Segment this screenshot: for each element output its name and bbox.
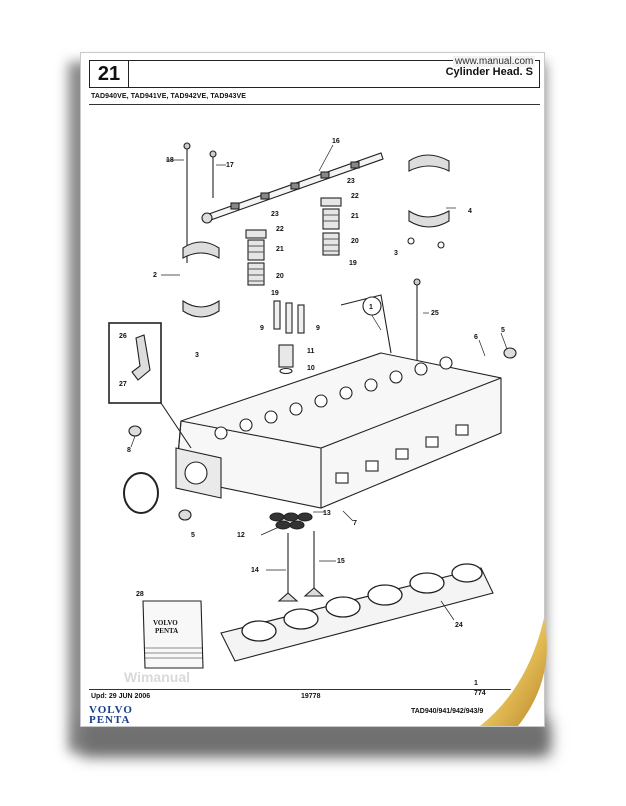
callout-24: 24 (455, 622, 463, 629)
callout-17: 17 (226, 162, 234, 169)
callout-5b: 5 (191, 532, 195, 539)
callout-7: 7 (353, 520, 357, 527)
callout-3: 3 (195, 352, 199, 359)
callout-20: 20 (351, 238, 359, 245)
page-title: Cylinder Head. S (445, 66, 533, 78)
callout-23: 23 (347, 178, 355, 185)
callout-23b: 23 (271, 211, 279, 218)
callout-19b: 19 (271, 290, 279, 297)
diagram-watermark: Wimanual (124, 669, 190, 685)
footer-update-date: Upd: 29 JUN 2006 (91, 693, 151, 700)
volvo-penta-logo: VOLVO PENTA (89, 704, 133, 726)
manual-brand-penta: PENTA (155, 627, 178, 635)
callout-9: 9 (260, 325, 264, 332)
callout-3b: 3 (394, 250, 398, 257)
manual-page: 21 Cylinder Head. S www.manual.com TAD94… (80, 52, 545, 727)
callout-2: 2 (153, 272, 157, 279)
callout-11: 11 (307, 348, 315, 355)
engine-models: TAD940VE, TAD941VE, TAD942VE, TAD943VE (91, 93, 247, 100)
callout-16: 16 (332, 138, 340, 145)
callout-25: 25 (431, 310, 439, 317)
callout-28: 28 (136, 591, 144, 598)
footer-reference: 19778 (301, 693, 321, 700)
callout-13: 13 (323, 510, 331, 517)
page-number: 21 (90, 61, 129, 87)
page-header: 21 Cylinder Head. S (89, 60, 540, 88)
callout-14: 14 (251, 567, 259, 574)
footer-right-bottom: 774 (474, 690, 486, 697)
callout-21: 21 (351, 213, 359, 220)
callout-19: 19 (349, 260, 357, 267)
cylinder-head-exploded-diagram: 16 18 17 23 22 21 20 19 23 22 21 20 19 2… (108, 138, 517, 669)
callout-1: 1 (369, 304, 373, 311)
manual-brand-volvo: VOLVO (153, 619, 178, 627)
callout-22: 22 (351, 193, 359, 200)
site-watermark: www.manual.com (453, 56, 536, 67)
callout-9b: 9 (316, 325, 320, 332)
callout-4: 4 (468, 208, 472, 215)
callout-5: 5 (501, 327, 505, 334)
callout-27: 27 (119, 381, 127, 388)
callout-10: 10 (307, 365, 315, 372)
callout-8: 8 (127, 447, 131, 454)
page-curl-icon (480, 618, 547, 726)
footer-model: TAD940/941/942/943/9 (411, 708, 484, 715)
callout-12: 12 (237, 532, 245, 539)
callout-21b: 21 (276, 246, 284, 253)
callout-15: 15 (337, 558, 345, 565)
callout-6: 6 (474, 334, 478, 341)
callout-26: 26 (119, 333, 127, 340)
brand-line-1: VOLVO (89, 704, 133, 716)
callout-22b: 22 (276, 226, 284, 233)
callout-20b: 20 (276, 273, 284, 280)
header-rule (89, 104, 540, 105)
footer-right-top: 1 (474, 680, 478, 687)
brand-line-2: PENTA (89, 714, 131, 726)
callout-18: 18 (166, 157, 174, 164)
footer-rule (89, 689, 540, 690)
